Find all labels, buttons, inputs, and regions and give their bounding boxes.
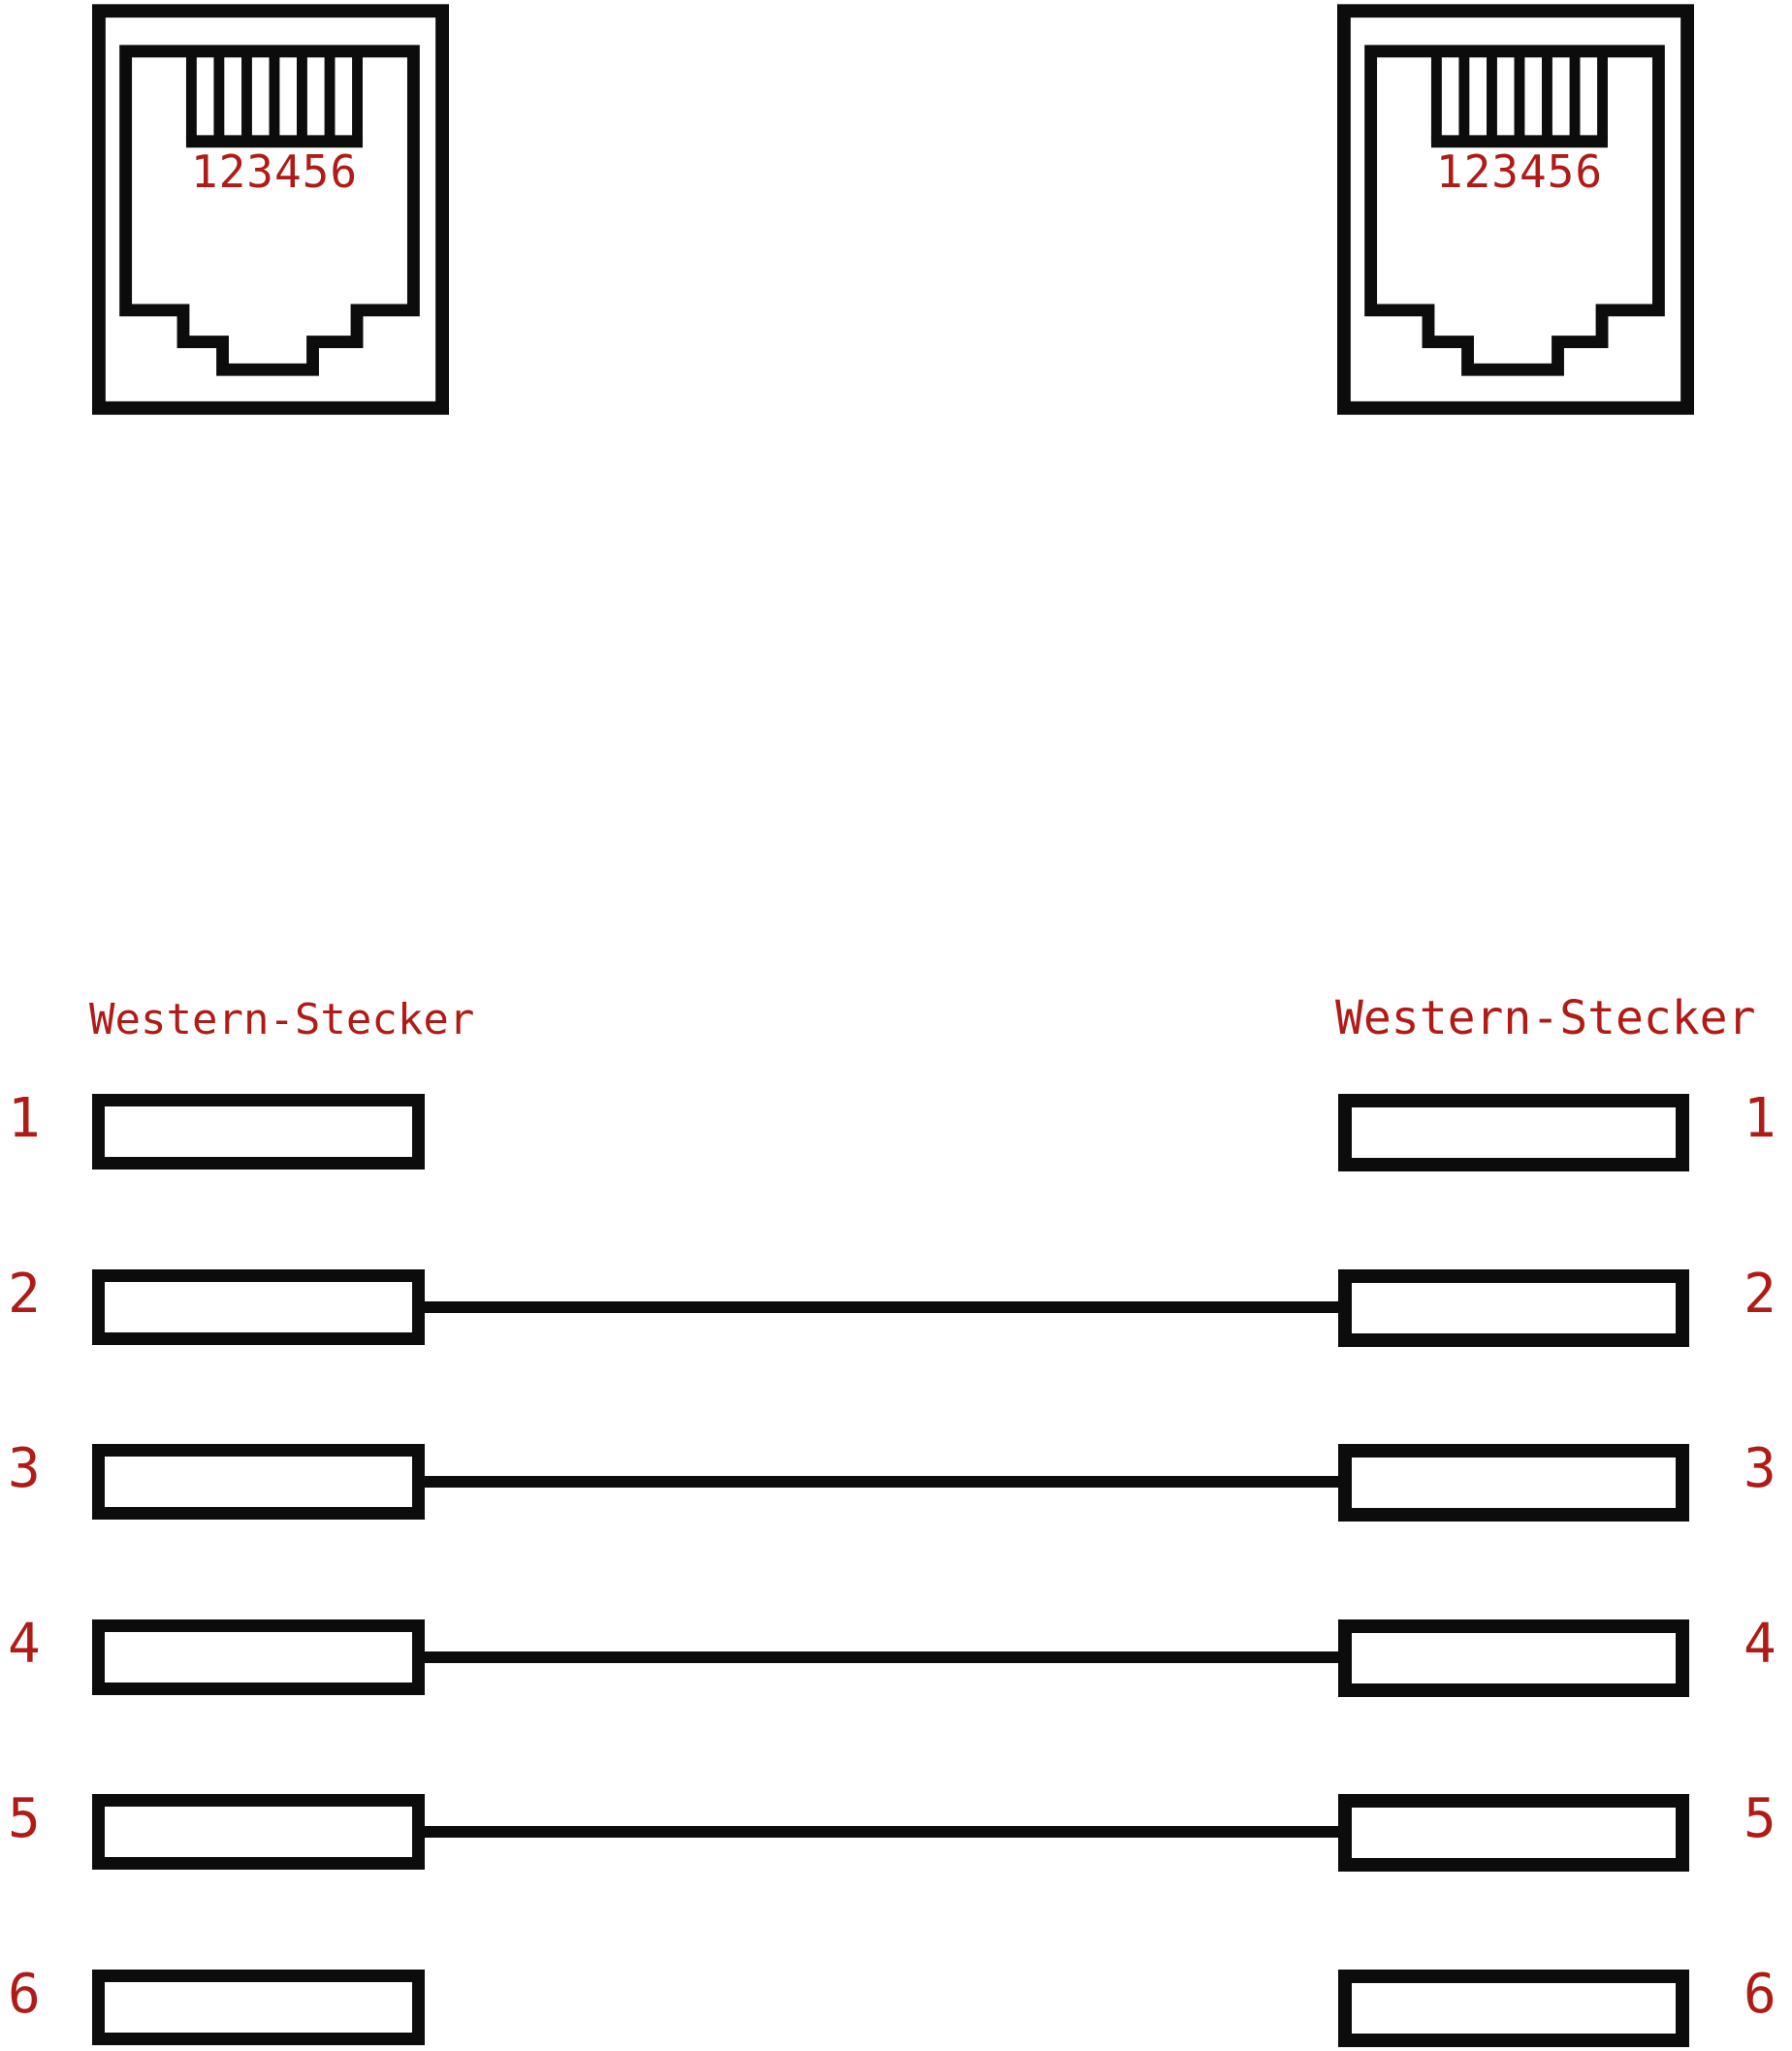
left-pin-contact <box>92 1619 425 1695</box>
right-connector-label: Western-Stecker <box>1335 991 1756 1045</box>
wire-pin-3 <box>424 1476 1339 1488</box>
left-pin-number: 2 <box>8 1262 41 1326</box>
left-pin-contact <box>92 1094 425 1170</box>
right-pin-contact <box>1338 1970 1689 2047</box>
jack-pin-slots <box>185 51 363 148</box>
pin-row-3: 3 3 <box>0 1437 1792 1523</box>
left-pin-number: 3 <box>8 1436 41 1500</box>
pin-row-4: 4 4 <box>0 1613 1792 1699</box>
jack-left-pin-numbers: 123456 <box>190 145 359 198</box>
left-pin-number: 6 <box>8 1962 41 2026</box>
right-pin-contact <box>1338 1619 1689 1697</box>
right-pin-number: 6 <box>1744 1962 1776 2026</box>
right-pin-contact <box>1338 1094 1689 1171</box>
rj12-jack-left: 123456 <box>92 2 449 417</box>
left-pin-contact <box>92 1970 425 2045</box>
wire-pin-2 <box>424 1301 1339 1313</box>
wire-pin-4 <box>424 1651 1339 1663</box>
right-pin-number: 5 <box>1744 1786 1776 1850</box>
pin-row-1: 1 1 <box>0 1087 1792 1173</box>
pin-row-6: 6 6 <box>0 1963 1792 2049</box>
pin-row-2: 2 2 <box>0 1263 1792 1349</box>
right-pin-contact <box>1338 1444 1689 1522</box>
left-pin-number: 5 <box>8 1786 41 1850</box>
right-pin-number: 4 <box>1744 1612 1776 1676</box>
jack-cavity-outline <box>1364 45 1665 376</box>
left-pin-contact <box>92 1794 425 1870</box>
left-pin-contact <box>92 1444 425 1520</box>
rj12-jack-right: 123456 <box>1337 2 1694 417</box>
rj12-jack-left-drawing <box>92 4 449 415</box>
left-pin-number: 4 <box>8 1612 41 1676</box>
left-pin-number: 1 <box>8 1086 41 1150</box>
right-pin-number: 3 <box>1744 1436 1776 1500</box>
rj12-jack-right-drawing <box>1337 4 1694 415</box>
right-pin-contact <box>1338 1269 1689 1347</box>
right-pin-number: 1 <box>1744 1086 1776 1150</box>
jack-right-pin-numbers: 123456 <box>1435 145 1604 198</box>
left-pin-contact <box>92 1269 425 1345</box>
right-pin-contact <box>1338 1794 1689 1872</box>
jack-cavity-outline <box>119 45 420 376</box>
right-pin-number: 2 <box>1744 1262 1776 1326</box>
jack-pin-slots <box>1430 51 1608 148</box>
pin-row-5: 5 5 <box>0 1787 1792 1874</box>
left-connector-label: Western-Stecker <box>89 995 475 1044</box>
wire-pin-5 <box>424 1826 1339 1838</box>
